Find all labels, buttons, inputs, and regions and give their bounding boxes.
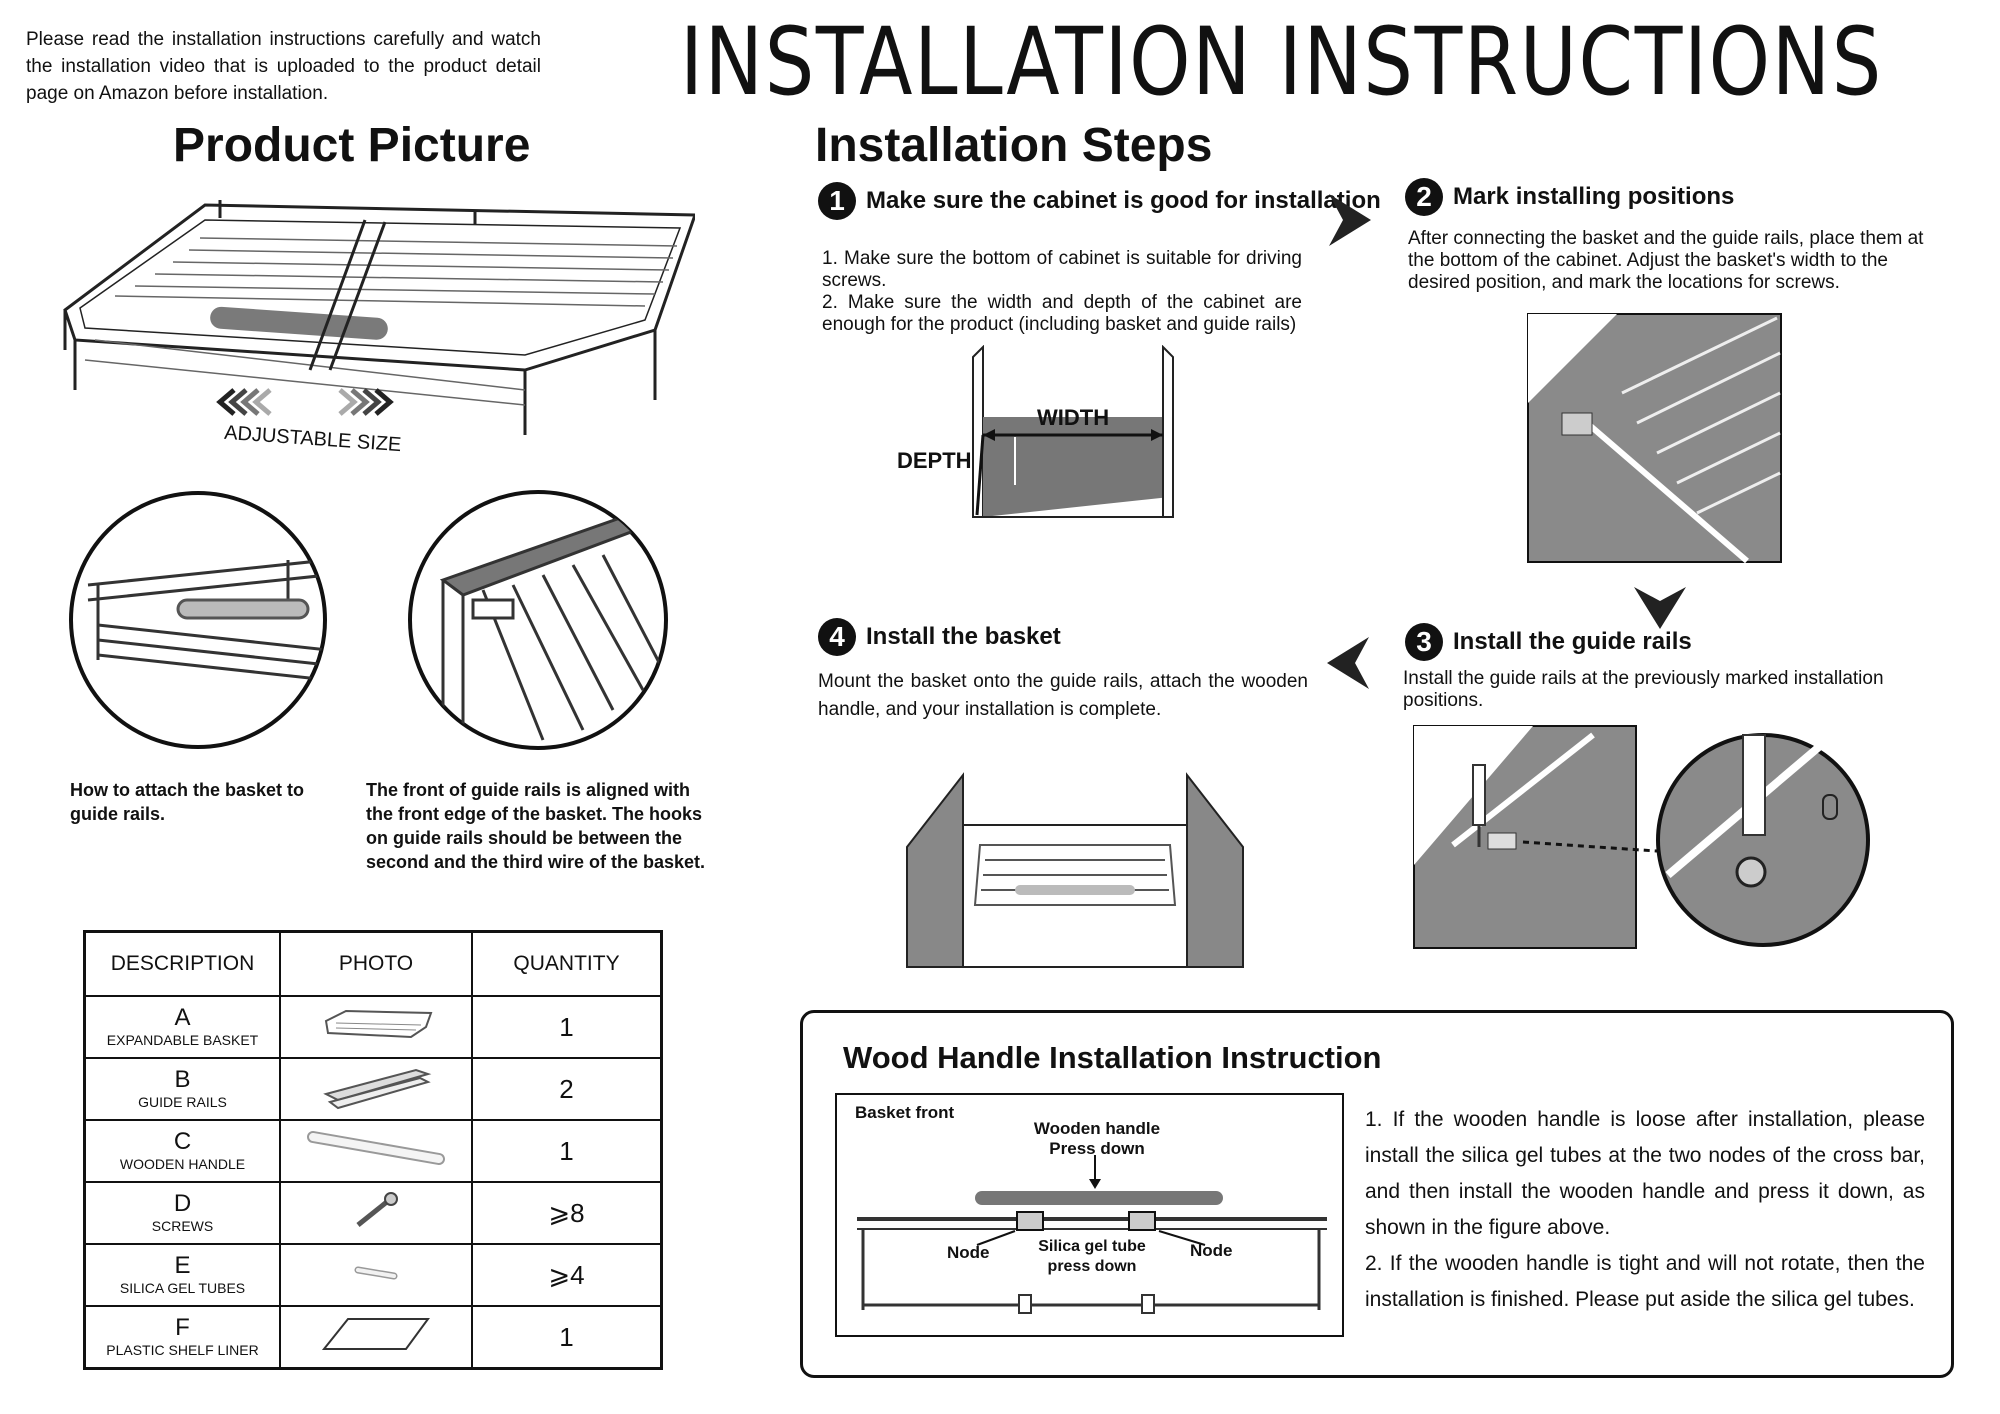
step-1-heading: 1 Make sure the cabinet is good for inst… bbox=[818, 182, 1381, 220]
gel-label-line1: Silica gel tube bbox=[1038, 1238, 1146, 1255]
step-title: Make sure the cabinet is good for instal… bbox=[866, 187, 1381, 214]
wood-handle-title: Wood Handle Installation Instruction bbox=[843, 1040, 1382, 1075]
basket-front-label: Basket front bbox=[855, 1103, 955, 1122]
handle-label-line2: Press down bbox=[1049, 1139, 1145, 1158]
part-qty: ⩾4 bbox=[548, 1259, 585, 1290]
part-code: D bbox=[173, 1190, 192, 1217]
mark-positions-photo bbox=[1527, 313, 1782, 563]
step-number: 3 bbox=[1405, 623, 1443, 661]
part-name: SCREWS bbox=[151, 1218, 214, 1234]
part-code: E bbox=[174, 1252, 191, 1279]
part-name: GUIDE RAILS bbox=[138, 1094, 227, 1110]
part-code: A bbox=[174, 1004, 191, 1031]
screw-photo-icon bbox=[356, 1191, 398, 1227]
detail-circle-rail-alignment bbox=[408, 490, 668, 750]
header-quantity: QUANTITY bbox=[471, 930, 663, 997]
step-3-heading: 3 Install the guide rails bbox=[1405, 623, 1692, 661]
part-qty: ⩾8 bbox=[548, 1197, 585, 1228]
step-3-text: Install the guide rails at the previousl… bbox=[1403, 668, 1884, 711]
arrow-down-icon bbox=[1634, 587, 1686, 629]
step-2-text: After connecting the basket and the guid… bbox=[1408, 228, 1924, 293]
part-code: B bbox=[174, 1066, 191, 1093]
guide-rails-photo-icon bbox=[323, 1068, 432, 1109]
part-code: C bbox=[173, 1128, 192, 1155]
caption-alignment: The front of guide rails is aligned with… bbox=[366, 780, 706, 872]
handle-press-label: Wooden handle Press down bbox=[987, 1119, 1207, 1159]
header-photo: PHOTO bbox=[279, 930, 473, 997]
step-number: 1 bbox=[818, 182, 856, 220]
product-picture-title: Product Picture bbox=[173, 119, 531, 172]
node-label-right: Node bbox=[1190, 1241, 1233, 1260]
depth-label: DEPTH bbox=[897, 448, 972, 473]
part-qty: 2 bbox=[559, 1073, 574, 1104]
install-rails-photo bbox=[1413, 725, 1870, 949]
wood-handle-diagram: Basket front Wooden handle Press down No… bbox=[835, 1093, 1344, 1337]
step-title: Install the basket bbox=[866, 623, 1061, 650]
part-name: PLASTIC SHELF LINER bbox=[106, 1342, 259, 1358]
step-number: 2 bbox=[1405, 178, 1443, 216]
step-title: Mark installing positions bbox=[1453, 183, 1735, 210]
part-name: WOODEN HANDLE bbox=[119, 1156, 246, 1172]
silica-gel-label: Silica gel tube press down bbox=[1017, 1237, 1167, 1277]
wood-handle-panel bbox=[800, 1010, 1954, 1378]
part-name: SILICA GEL TUBES bbox=[119, 1280, 246, 1296]
handle-diagram-drawing bbox=[857, 1155, 1327, 1314]
shelf-liner-photo-icon bbox=[321, 1317, 430, 1350]
step-4-text: Mount the basket onto the guide rails, a… bbox=[818, 671, 1308, 720]
width-label: WIDTH bbox=[1037, 405, 1110, 430]
handle-label-line1: Wooden handle bbox=[1033, 1119, 1161, 1138]
step-number: 4 bbox=[818, 618, 856, 656]
arrow-right-icon bbox=[1329, 194, 1371, 246]
step-title: Install the guide rails bbox=[1453, 628, 1692, 655]
wooden-handle-photo-icon bbox=[307, 1130, 445, 1165]
expandable-basket-illustration bbox=[63, 200, 695, 435]
pre-install-note: Please read the installation instruction… bbox=[26, 29, 541, 104]
gel-label-line2: press down bbox=[1047, 1258, 1137, 1275]
part-qty: 1 bbox=[559, 1135, 574, 1166]
step-2-heading: 2 Mark installing positions bbox=[1405, 178, 1734, 216]
part-qty: 1 bbox=[559, 1011, 574, 1042]
step-4-heading: 4 Install the basket bbox=[818, 618, 1061, 656]
part-qty: 1 bbox=[559, 1321, 574, 1352]
page-title: INSTALLATION INSTRUCTIONS bbox=[680, 8, 1883, 117]
part-code: F bbox=[175, 1314, 190, 1341]
part-name: EXPANDABLE BASKET bbox=[106, 1032, 259, 1048]
adjustable-arrows-icon bbox=[216, 388, 394, 416]
basket-photo-icon bbox=[324, 1009, 433, 1038]
caption-attach: How to attach the basket to guide rails. bbox=[70, 780, 305, 824]
installation-steps-title: Installation Steps bbox=[815, 119, 1213, 172]
wood-handle-text: 1. If the wooden handle is loose after i… bbox=[1365, 1108, 1925, 1311]
installed-basket-illustration bbox=[906, 772, 1244, 968]
cabinet-measure-illustration bbox=[972, 345, 1174, 518]
step-1-text: 1. Make sure the bottom of cabinet is su… bbox=[822, 248, 1302, 335]
arrow-left-icon bbox=[1327, 637, 1369, 689]
silica-gel-tube-photo-icon bbox=[354, 1266, 398, 1279]
detail-circle-attach bbox=[69, 491, 327, 749]
node-label-left: Node bbox=[947, 1243, 990, 1262]
header-description: DESCRIPTION bbox=[83, 930, 281, 997]
